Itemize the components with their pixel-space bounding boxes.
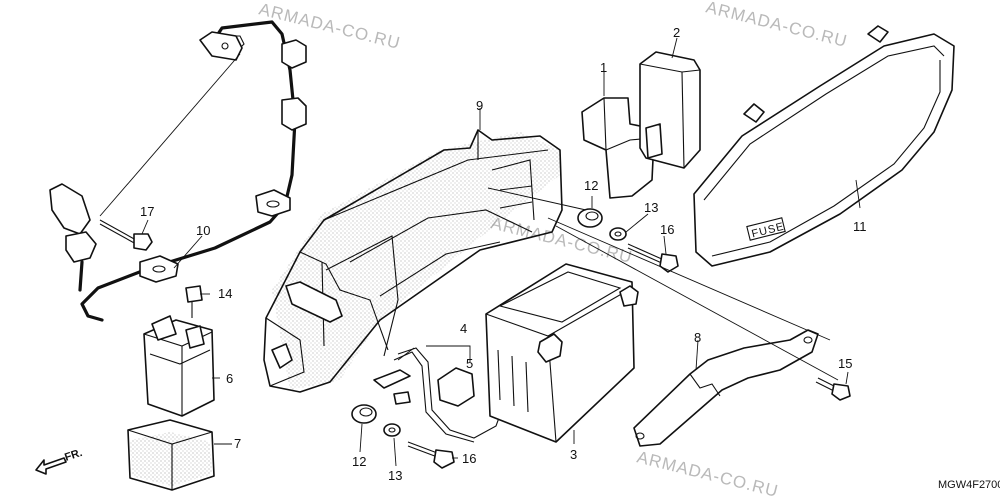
battery-part-3 — [485, 263, 639, 443]
stay-bracket-part-10 — [49, 20, 307, 322]
callout-10: 10 — [196, 223, 210, 238]
callout-14: 14 — [218, 286, 232, 301]
relay-cover-part-7 — [127, 419, 215, 491]
watermark-2: ARMADA-CO.RU — [704, 0, 849, 51]
strap-part-4 — [373, 369, 411, 389]
callout-1: 1 — [600, 60, 607, 75]
callout-12-upper: 12 — [584, 178, 598, 193]
fuse-box-cover-part-11: FUSE — [693, 25, 955, 267]
bolt-part-16-upper — [627, 243, 679, 273]
callout-8: 8 — [694, 330, 701, 345]
callout-13-upper: 13 — [644, 200, 658, 215]
collar-part-13-upper — [609, 227, 627, 241]
bolt-part-15 — [815, 377, 851, 401]
callout-11: 11 — [853, 219, 867, 234]
callout-6: 6 — [226, 371, 233, 386]
bolt-part-17 — [99, 219, 153, 251]
callout-2: 2 — [673, 25, 680, 40]
callout-16-upper: 16 — [660, 222, 674, 237]
callout-15: 15 — [838, 356, 852, 371]
watermark-4: ARMADA-CO.RU — [635, 447, 780, 500]
control-module-part-2 — [639, 51, 701, 169]
callout-5: 5 — [466, 356, 473, 371]
callout-leaders — [141, 37, 861, 467]
front-direction-arrow: FR. — [35, 447, 84, 475]
callout-7: 7 — [234, 436, 241, 451]
relation-lines — [99, 53, 839, 381]
grommet-part-12-lower — [351, 404, 377, 424]
bracket-part-8 — [633, 329, 819, 447]
bolt-part-16-lower — [407, 441, 455, 469]
collar-part-13-lower — [383, 423, 401, 437]
relay-part-6 — [143, 315, 215, 417]
callout-3: 3 — [570, 447, 577, 462]
cable-part-5 — [393, 347, 505, 443]
callout-16-lower: 16 — [462, 451, 476, 466]
watermark-1: ARMADA-CO.RU — [257, 0, 402, 53]
grommet-part-12-upper — [577, 208, 603, 228]
callout-9: 9 — [476, 98, 483, 113]
callout-17: 17 — [140, 204, 154, 219]
callout-4: 4 — [460, 321, 467, 336]
callout-13-lower: 13 — [388, 468, 402, 483]
screw-part-14 — [185, 285, 203, 318]
direction-label: FR. — [63, 447, 84, 464]
callout-12-lower: 12 — [352, 454, 366, 469]
battery-box-part-9 — [263, 129, 563, 393]
diagram-code: MGW4F2700 — [938, 479, 1000, 491]
